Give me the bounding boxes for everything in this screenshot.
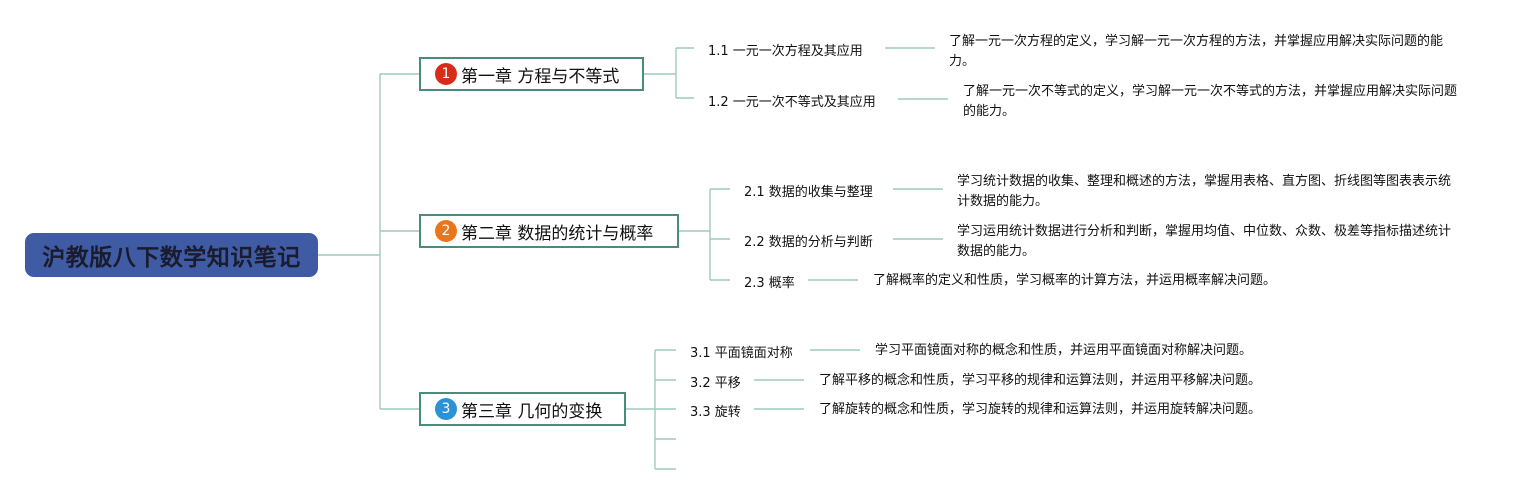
- number-badge-icon: 3: [435, 398, 457, 420]
- section-1-2[interactable]: 1.2 一元一次不等式及其应用: [708, 95, 876, 110]
- section-3-2-desc: 了解平移的概念和性质，学习平移的规律和运算法则，并运用平移解决问题。: [819, 373, 1262, 388]
- section-3-3-desc: 了解旋转的概念和性质，学习旋转的规律和运算法则，并运用旋转解决问题。: [819, 402, 1262, 417]
- chapter-title: 第二章 数据的统计与概率: [461, 223, 654, 244]
- chapter-title: 第一章 方程与不等式: [461, 66, 620, 87]
- section-3-1[interactable]: 3.1 平面镜面对称: [690, 346, 793, 361]
- section-2-3-desc: 了解概率的定义和性质，学习概率的计算方法，并运用概率解决问题。: [873, 273, 1277, 288]
- root-title: 沪教版八下数学知识笔记: [42, 245, 301, 271]
- section-3-1-desc: 学习平面镜面对称的概念和性质，并运用平面镜面对称解决问题。: [875, 343, 1253, 358]
- chapter-1-topic[interactable]: 1 第一章 方程与不等式: [419, 57, 644, 91]
- section-3-2[interactable]: 3.2 平移: [690, 376, 741, 391]
- section-2-2[interactable]: 2.2 数据的分析与判断: [744, 235, 873, 250]
- section-1-1-desc: 了解一元一次方程的定义，学习解一元一次方程的方法，并掌握应用解决实际问题的能力。: [949, 34, 1444, 69]
- section-2-3[interactable]: 2.3 概率: [744, 276, 795, 291]
- section-1-2-desc: 了解一元一次不等式的定义，学习解一元一次不等式的方法，并掌握应用解决实际问题的能…: [963, 84, 1458, 119]
- section-2-1-desc: 学习统计数据的收集、整理和概述的方法，掌握用表格、直方图、折线图等图表表示统计数…: [957, 174, 1452, 209]
- section-3-3[interactable]: 3.3 旋转: [690, 405, 741, 420]
- section-2-2-desc: 学习运用统计数据进行分析和判断，掌握用均值、中位数、众数、极差等指标描述统计数据…: [957, 224, 1452, 259]
- root-topic[interactable]: 沪教版八下数学知识笔记: [25, 233, 318, 277]
- chapter-3-topic[interactable]: 3 第三章 几何的变换: [419, 392, 626, 426]
- section-1-1[interactable]: 1.1 一元一次方程及其应用: [708, 44, 863, 59]
- chapter-2-topic[interactable]: 2 第二章 数据的统计与概率: [419, 214, 679, 248]
- chapter-title: 第三章 几何的变换: [461, 401, 603, 422]
- number-badge-icon: 1: [435, 63, 457, 85]
- section-2-1[interactable]: 2.1 数据的收集与整理: [744, 185, 873, 200]
- number-badge-icon: 2: [435, 220, 457, 242]
